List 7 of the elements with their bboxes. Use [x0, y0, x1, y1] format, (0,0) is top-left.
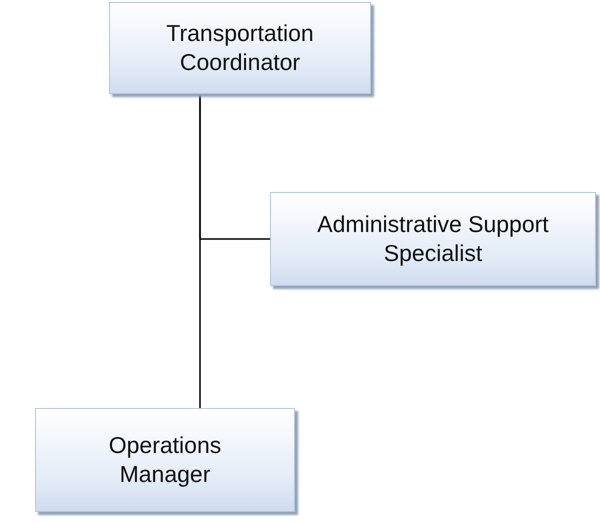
connector-line	[199, 94, 201, 408]
position-title: Administrative Support Specialist	[316, 210, 550, 268]
position-box	[109, 2, 371, 94]
position-box	[35, 408, 295, 512]
position-title: Transportation Coordinator	[165, 19, 315, 77]
position-title: Operations Manager	[108, 431, 222, 489]
position-box	[270, 192, 596, 286]
